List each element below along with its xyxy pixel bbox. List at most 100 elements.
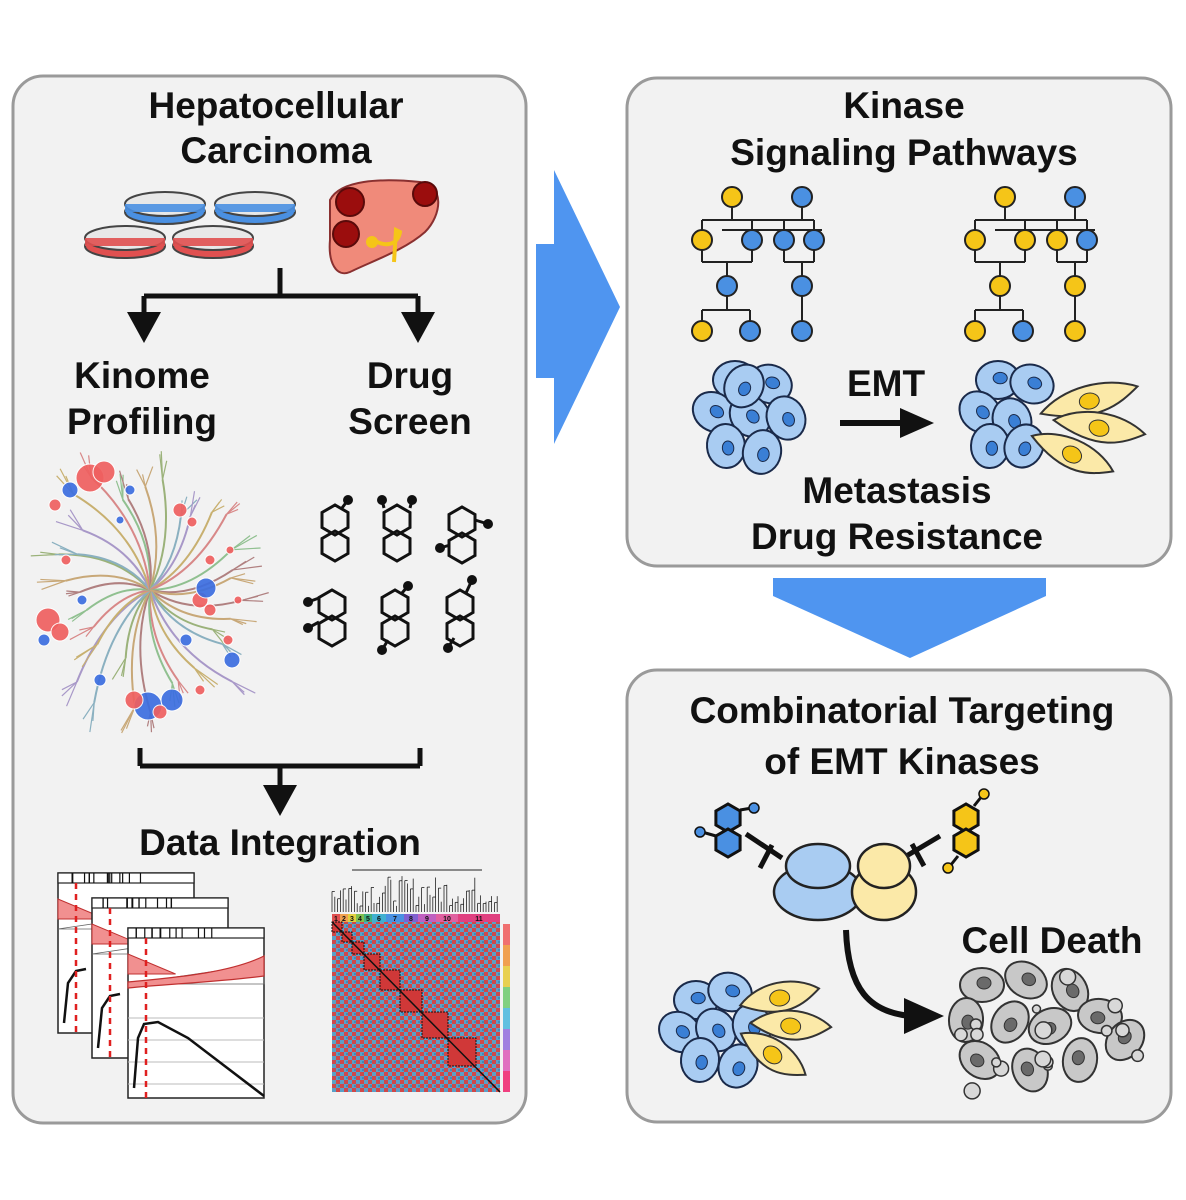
epithelial-cell (975, 360, 1021, 400)
kinase-node (791, 275, 813, 297)
signaling-pathway-left-icon (691, 186, 825, 342)
kinome-node (223, 651, 241, 669)
cluster-label: 11 (475, 916, 483, 923)
hcc-panel: Hepatocellular Carcinoma (11, 74, 528, 1125)
kinome-node (186, 516, 198, 528)
kinome-branch (149, 589, 231, 620)
mesenchymal-cell (748, 1009, 833, 1041)
kinase-node (994, 186, 1016, 208)
kinome-branch (149, 549, 233, 591)
yellow-kinase-icon (850, 842, 918, 922)
cluster-label: 1 (334, 916, 338, 923)
cluster-swatch (386, 914, 404, 922)
kinome-node (194, 684, 206, 696)
mesenchymal-cell-cluster-icon (958, 360, 1147, 475)
kinome-branch (96, 589, 151, 645)
kinome-node (195, 577, 217, 599)
kinome-node (37, 633, 51, 647)
apoptotic-body (1031, 1004, 1042, 1014)
gsea-plot (127, 927, 265, 1099)
kinome-node (76, 594, 88, 606)
kinome-branch (65, 574, 151, 591)
kinase-title-line-1: Kinase (843, 85, 964, 126)
cluster-label: 4 (358, 916, 362, 923)
drug-molecules-icon (303, 495, 493, 655)
kinome-branch (149, 589, 243, 607)
kinome-node (225, 545, 235, 555)
kinome-branch (149, 513, 228, 591)
kinome-node (124, 484, 136, 496)
blue-kinase-icon (772, 842, 864, 922)
petri-dish-red-2 (172, 225, 254, 259)
gsea-plots-icon (57, 872, 265, 1099)
heatmap-diagonal (331, 921, 501, 1093)
mesenchymal-cell (739, 1031, 807, 1076)
kinome-node (160, 688, 184, 712)
cluster-swatch (418, 914, 436, 922)
cluster-swatch (356, 914, 364, 922)
cluster-swatch (332, 914, 340, 922)
dead-cell (958, 1040, 1002, 1080)
epithelial-cell (741, 429, 783, 475)
kinase-node (989, 275, 1011, 297)
epithelial-cell (705, 423, 747, 469)
dead-cell (1004, 960, 1048, 1000)
kinase-node (803, 229, 825, 251)
kinome-branch (90, 476, 151, 591)
petri-dish-blue-1 (124, 191, 206, 225)
combo-panel: Combinatorial Targeting of EMT Kinases C… (625, 668, 1173, 1124)
cluster-swatch (372, 914, 386, 922)
epithelial-cell (958, 390, 1002, 434)
kinome-branch (149, 589, 196, 669)
kinase-node (741, 229, 763, 251)
kinome-node (152, 704, 168, 720)
metastasis-label: Metastasis (802, 470, 991, 511)
apoptotic-body (1107, 997, 1123, 1014)
kinase-node (716, 275, 738, 297)
kinome-label-line-2: Profiling (67, 401, 217, 442)
cluster-swatch (436, 914, 458, 922)
kinase-node (964, 320, 986, 342)
kinase-node (721, 186, 743, 208)
split-arrow (127, 268, 435, 343)
kinase-node (1064, 186, 1086, 208)
cluster-label: 2 (342, 916, 346, 923)
kinome-branch (82, 529, 151, 591)
mesenchymal-cell (1030, 432, 1115, 475)
apoptotic-body (1034, 1021, 1053, 1040)
hcc-title-line-1: Hepatocellular (149, 85, 404, 126)
heatmap-side-bar (503, 924, 510, 1092)
cluster-swatch (348, 914, 356, 922)
kinome-node (124, 690, 144, 710)
combo-title-line-1: Combinatorial Targeting (690, 690, 1115, 731)
cluster-swatch (364, 914, 372, 922)
kinome-label-line-1: Kinome (74, 355, 210, 396)
epithelial-cell (969, 423, 1011, 469)
apoptotic-body (963, 1082, 981, 1100)
kinase-node (964, 229, 986, 251)
emt-label: EMT (847, 363, 926, 404)
kinome-node (203, 603, 217, 617)
hcc-title-line-2: Carcinoma (180, 130, 372, 171)
kinome-branch (149, 589, 223, 645)
combo-title-line-2: of EMT Kinases (764, 741, 1040, 782)
kinase-node (1064, 275, 1086, 297)
kinase-node (1046, 229, 1068, 251)
apoptotic-body (970, 1027, 984, 1042)
cluster-swatch (340, 914, 348, 922)
kinase-panel: Kinase Signaling Pathways EMT Metastasis… (625, 76, 1173, 568)
dead-cell (990, 1000, 1030, 1044)
cluster-label: 3 (350, 916, 354, 923)
apoptotic-body (953, 1027, 968, 1042)
kinase-node (739, 320, 761, 342)
kinome-node (115, 515, 125, 525)
mesenchymal-cell (1051, 410, 1147, 444)
kinase-node (1012, 320, 1034, 342)
epithelial-cell (1009, 363, 1055, 405)
kinase-node (791, 320, 813, 342)
kinome-branch (92, 589, 151, 628)
data-integration-label: Data Integration (139, 822, 421, 863)
kinome-branch (149, 577, 232, 596)
